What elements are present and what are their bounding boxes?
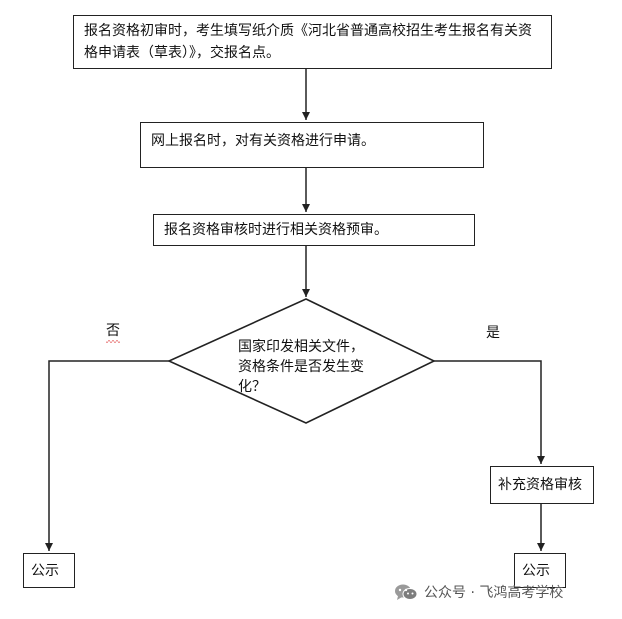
branch-no-label: 否: [106, 320, 120, 343]
step2-text: 网上报名时，对有关资格进行申请。: [151, 133, 375, 149]
step3-text: 报名资格审核时进行相关资格预审。: [164, 222, 388, 238]
watermark: 公众号 · 飞鸿高考学校: [394, 582, 563, 602]
step1-text: 报名资格初审时，考生填写纸介质《河北省普通高校招生考生报名有关资格申请表（草表）…: [84, 23, 532, 61]
arrow-yes-branch: [434, 360, 545, 464]
step3-box: 报名资格审核时进行相关资格预审。: [153, 214, 475, 246]
step2-box: 网上报名时，对有关资格进行申请。: [140, 122, 484, 168]
public-left-box: 公示: [23, 553, 75, 588]
decision-line-2: 资格条件是否发生变: [238, 359, 364, 375]
public-left-text: 公示: [31, 563, 59, 579]
public-right-text: 公示: [522, 563, 550, 579]
supplement-review-box: 补充资格审核: [490, 466, 594, 504]
decision-diamond: [167, 298, 436, 424]
supplement-review-text: 补充资格审核: [498, 477, 582, 493]
decision-line-3: 化？: [238, 379, 266, 395]
watermark-text: 公众号 · 飞鸿高考学校: [424, 585, 564, 601]
arrow-no-branch: [45, 360, 169, 551]
public-right-box: 公示: [514, 553, 566, 588]
branch-yes-label: 是: [486, 325, 500, 341]
step1-box: 报名资格初审时，考生填写纸介质《河北省普通高校招生考生报名有关资格申请表（草表）…: [73, 15, 552, 69]
decision-text: 国家印发相关文件， 资格条件是否发生变 化？: [238, 337, 378, 397]
wechat-icon: [394, 583, 418, 601]
decision-line-1: 国家印发相关文件，: [238, 339, 364, 355]
